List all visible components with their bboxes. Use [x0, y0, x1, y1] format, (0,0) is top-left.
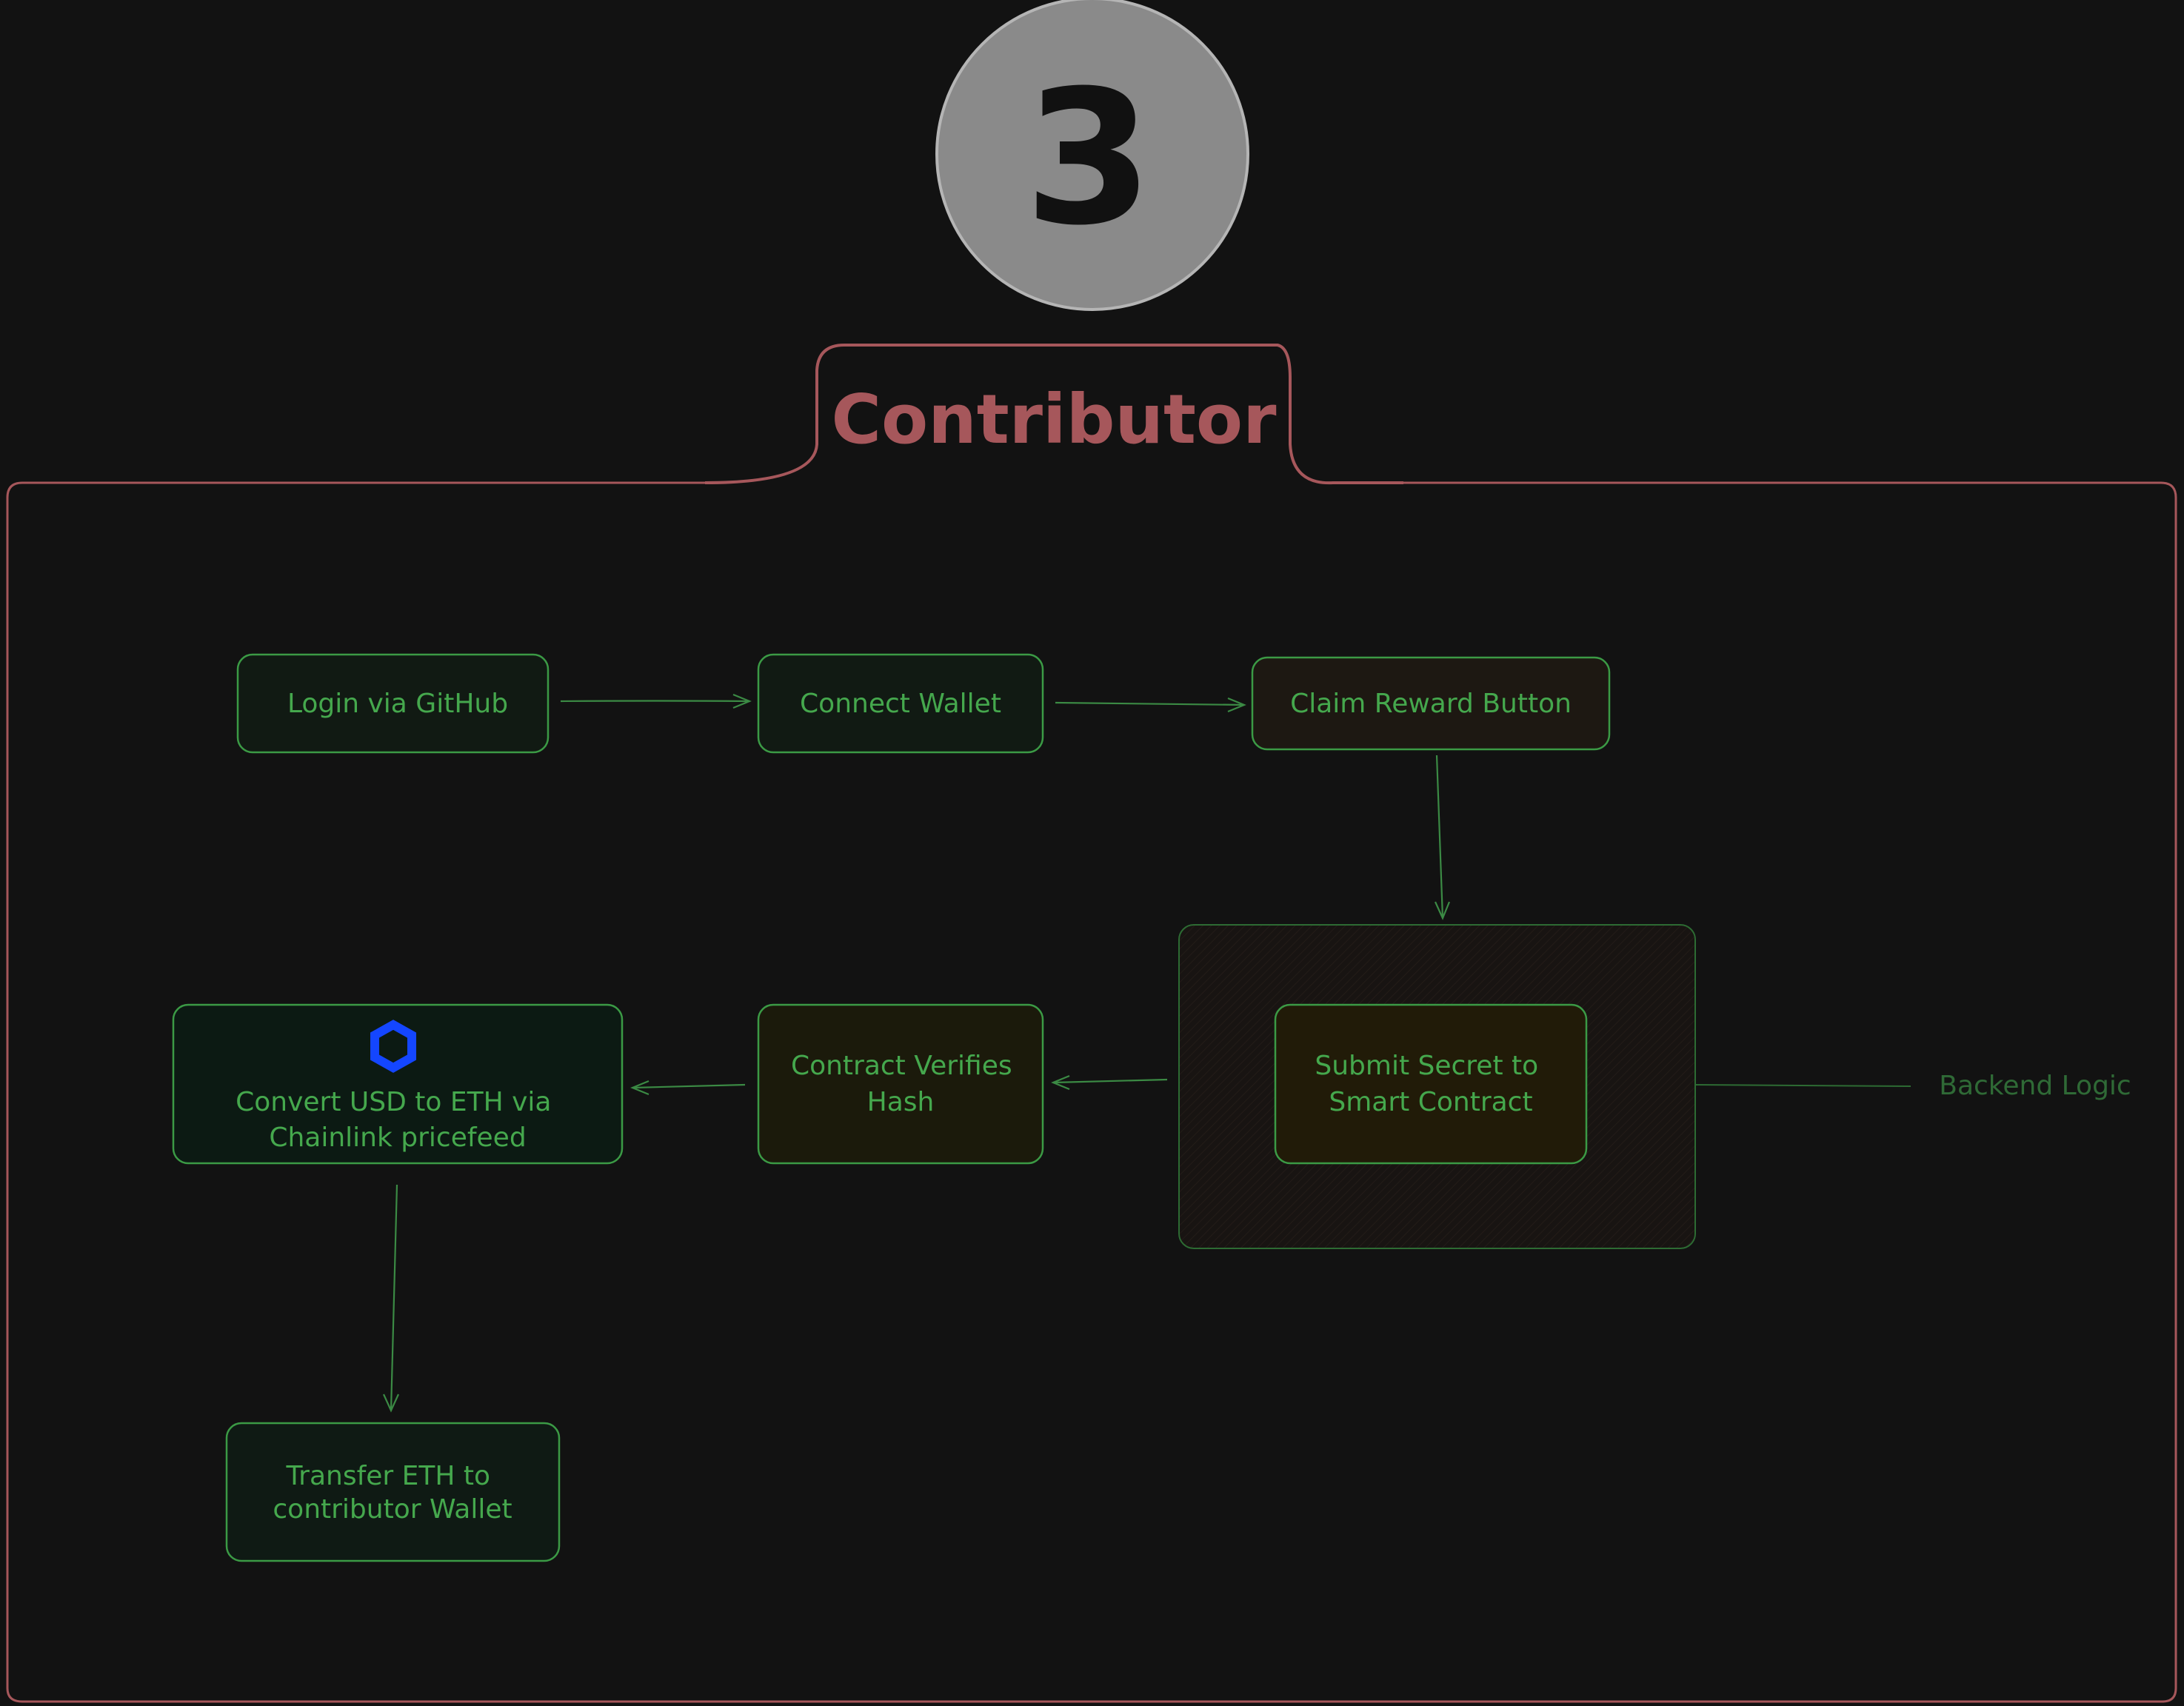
node-convert-label: Convert USD to ETH via Chainlink pricefe…	[236, 1087, 560, 1153]
node-submit-secret-label: Submit Secret to Smart Contract	[1315, 1051, 1546, 1117]
arrow-verify-hash-to-convert	[630, 1080, 746, 1096]
node-claim-reward-line: Claim Reward Button	[1290, 689, 1572, 719]
contributor-frame: Contributor	[6, 344, 2177, 1703]
node-convert-line-1: Convert USD to ETH via	[236, 1087, 551, 1117]
node-convert-line-2: Chainlink pricefeed	[269, 1123, 526, 1153]
node-submit-secret[interactable]: Submit Secret to Smart Contract	[1274, 1003, 1588, 1165]
node-verify-hash-label: Contract Verifies Hash	[791, 1051, 1021, 1117]
node-login-line: Login via GitHub	[287, 689, 508, 719]
node-claim-reward-label: Claim Reward Button	[1290, 689, 1572, 719]
arrow-backend-logic-to-verify-hash	[1051, 1074, 1168, 1091]
node-claim-reward[interactable]: Claim Reward Button	[1251, 656, 1611, 751]
arrow-connect-wallet-to-claim-reward	[1055, 697, 1246, 713]
arrow-convert-to-transfer	[382, 1184, 400, 1413]
node-verify-hash[interactable]: Contract Verifies Hash	[757, 1003, 1044, 1165]
node-connect-wallet-label: Connect Wallet	[800, 689, 1001, 719]
node-transfer-line-2: contributor Wallet	[273, 1494, 512, 1525]
step-badge-number: 3	[1024, 50, 1153, 266]
step-badge-circle	[935, 0, 1249, 311]
chainlink-hexagon-icon	[370, 1020, 416, 1073]
node-submit-secret-line-2: Smart Contract	[1329, 1087, 1532, 1117]
node-convert-box	[172, 1003, 624, 1165]
node-connect-wallet-line: Connect Wallet	[800, 689, 1001, 719]
node-verify-hash-box	[757, 1003, 1044, 1165]
page-title: Contributor	[831, 380, 1277, 459]
node-submit-secret-box	[1274, 1003, 1588, 1165]
node-connect-wallet-box	[757, 653, 1044, 754]
node-login[interactable]: Login via GitHub	[236, 653, 550, 754]
node-login-box	[236, 653, 550, 754]
node-verify-hash-line-1: Contract Verifies	[791, 1051, 1012, 1081]
step-badge: 3	[935, 0, 1249, 311]
node-transfer-line-1: Transfer ETH to	[285, 1461, 490, 1491]
node-claim-reward-box	[1251, 656, 1611, 751]
title-tab-outline	[704, 344, 1403, 485]
node-transfer-label: Transfer ETH to contributor Wallet	[273, 1461, 512, 1525]
backend-logic-label: Backend Logic	[1939, 1071, 2131, 1101]
contributor-frame-outline	[6, 481, 2177, 1703]
arrow-login-to-connect-wallet	[560, 693, 752, 709]
node-submit-secret-line-1: Submit Secret to	[1315, 1051, 1538, 1081]
backend-logic-connector	[1694, 1084, 1911, 1087]
node-verify-hash-line-2: Hash	[867, 1087, 935, 1117]
node-transfer-box	[225, 1422, 561, 1562]
node-convert[interactable]: Convert USD to ETH via Chainlink pricefe…	[172, 1003, 624, 1165]
node-login-label: Login via GitHub	[287, 689, 508, 719]
node-transfer[interactable]: Transfer ETH to contributor Wallet	[225, 1422, 561, 1562]
arrow-claim-reward-to-backend-logic	[1434, 755, 1451, 920]
node-connect-wallet[interactable]: Connect Wallet	[757, 653, 1044, 754]
